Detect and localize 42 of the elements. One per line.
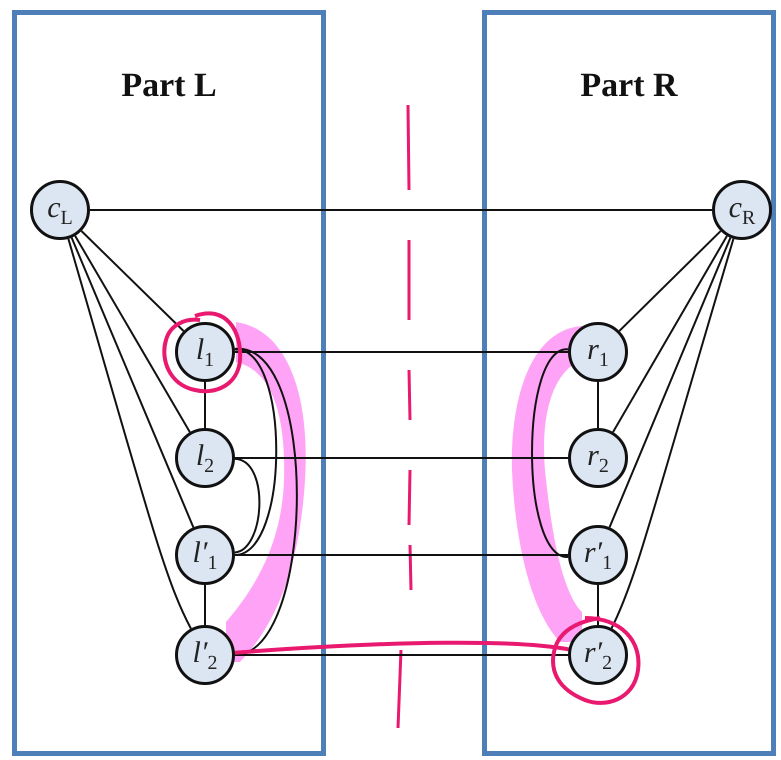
graph-edge (67, 238, 192, 629)
graph-edge (597, 382, 599, 428)
graph-edge (80, 230, 184, 332)
graph-edge (204, 585, 206, 625)
part-panel (12, 10, 326, 756)
vertex-label: r′$_{1}$ (584, 538, 612, 572)
vertex-label: c$_{L}$ (47, 192, 73, 228)
vertex-circle (712, 180, 772, 240)
vertex-circle (568, 525, 628, 585)
graph-edge (74, 235, 191, 433)
graph-edge (610, 238, 734, 629)
vertex-circle (568, 625, 628, 685)
part-title: Part R (579, 67, 679, 105)
vertex-label: l′$_{2}$ (192, 638, 218, 672)
graph-edge (612, 235, 728, 433)
vertex-label: r$_{1}$ (587, 334, 609, 370)
vertex-label: r′$_{2}$ (584, 638, 612, 672)
part-panel (482, 10, 776, 756)
graph-edge (234, 640, 569, 655)
vertex-label: r$_{2}$ (587, 440, 609, 476)
graph-edge (204, 382, 206, 428)
graph-edge (597, 585, 599, 625)
graph-edge (234, 348, 278, 556)
part-title: Part L (120, 67, 218, 105)
vertex-label: l′$_{1}$ (192, 538, 218, 572)
graph-edge (235, 351, 568, 353)
graph-edge (531, 348, 568, 558)
vertex-circle (175, 428, 235, 488)
vertex-label: l$_{1}$ (196, 334, 214, 370)
graph-edge (618, 230, 722, 332)
vertex-circle (175, 322, 235, 382)
graph-edge (235, 554, 568, 556)
graph-edge (234, 458, 260, 554)
vertex-label: l$_{2}$ (196, 440, 214, 476)
graph-edge (90, 209, 712, 211)
graph-edge (235, 654, 568, 656)
vertex-circle (568, 322, 628, 382)
graph-edge (608, 237, 732, 528)
vertex-label: c$_{R}$ (728, 192, 756, 228)
vertex-circle (568, 428, 628, 488)
graph-edge (235, 457, 568, 459)
graph-edge (70, 237, 194, 528)
